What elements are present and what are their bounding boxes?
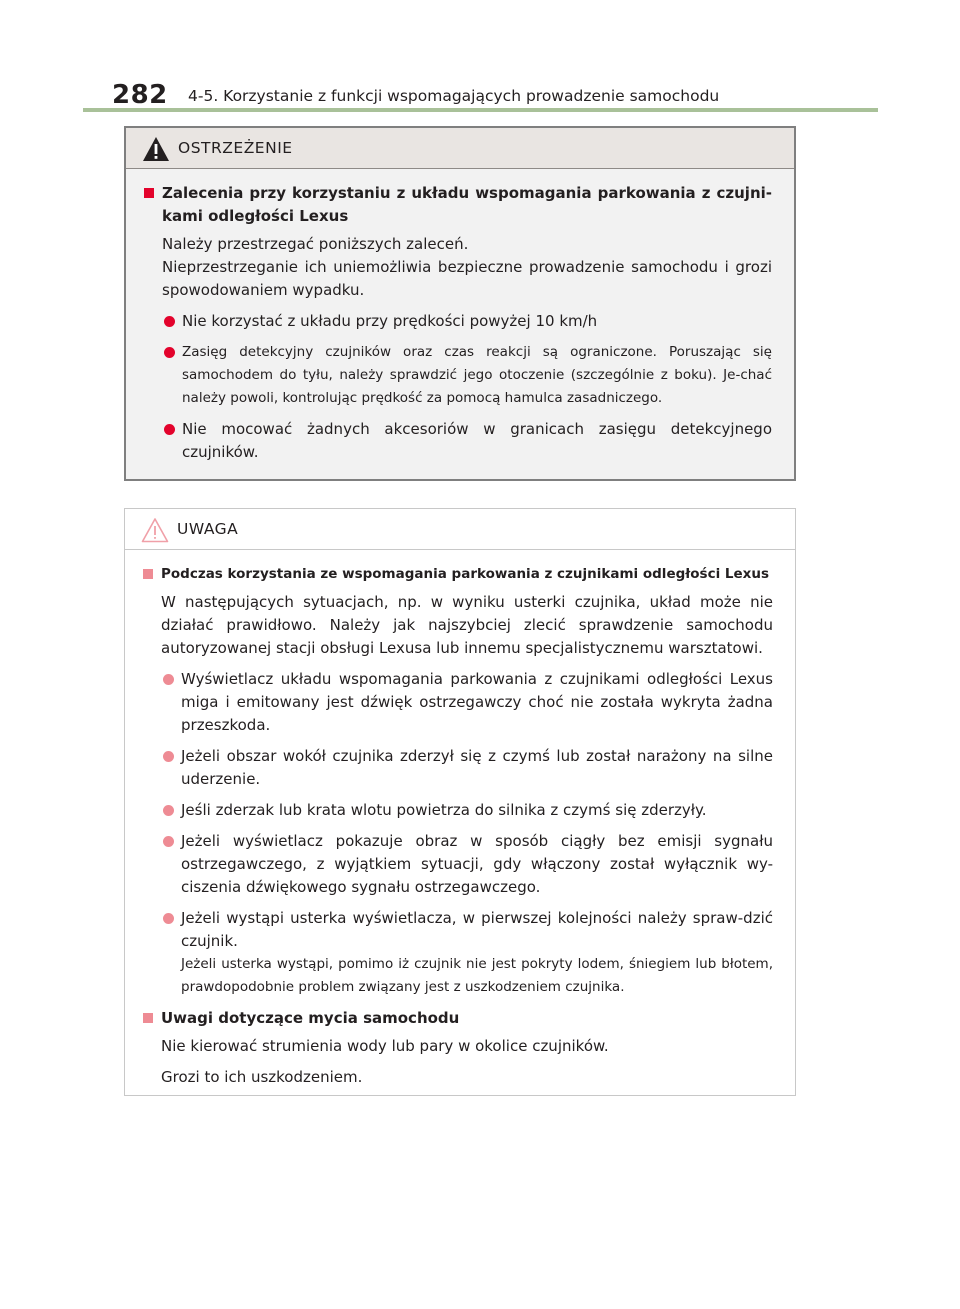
warning-header: OSTRZEŻENIE xyxy=(126,128,794,169)
notice-bullet-4: Jeżeli wyświetlacz pokazuje obraz w spos… xyxy=(133,830,773,899)
warning-intro-line-1: Należy przestrzegać poniższych zaleceń. xyxy=(162,235,469,253)
warning-content: Zalecenia przy korzystaniu z układu wspo… xyxy=(126,168,794,464)
notice-content: Podczas korzystania ze wspomagania parko… xyxy=(125,549,795,1089)
warning-bullet-2: Zasięg detekcyjny czujników oraz czas re… xyxy=(134,341,772,410)
notice-section-2-body-2: Grozi to ich uszkodzeniem. xyxy=(161,1068,363,1086)
notice-section-1-title: Podczas korzystania ze wspomagania parko… xyxy=(133,563,773,586)
warning-section-title: Zalecenia przy korzystaniu z układu wspo… xyxy=(134,182,772,228)
notice-box: UWAGA Podczas korzystania ze wspomagania… xyxy=(124,508,796,1096)
circle-bullet-icon xyxy=(164,424,175,435)
warning-label: OSTRZEŻENIE xyxy=(178,139,293,157)
square-bullet-icon xyxy=(144,188,154,198)
circle-bullet-icon xyxy=(164,316,175,327)
square-bullet-icon xyxy=(143,1013,153,1023)
notice-section-2-title: Uwagi dotyczące mycia samochodu xyxy=(133,1007,773,1030)
notice-section-2-body-1: Nie kierować strumienia wody lub pary w … xyxy=(161,1037,609,1055)
warning-triangle-icon xyxy=(143,137,169,161)
caution-triangle-icon xyxy=(141,518,169,543)
page-number: 282 xyxy=(112,80,168,110)
circle-bullet-icon xyxy=(164,347,175,358)
warning-box: OSTRZEŻENIE Zalecenia przy korzystaniu z… xyxy=(124,126,796,481)
chapter-title: 4-5. Korzystanie z funkcji wspomagającyc… xyxy=(188,87,720,105)
circle-bullet-icon xyxy=(163,674,174,685)
notice-bullet-3: Jeśli zderzak lub krata wlotu powietrza … xyxy=(133,799,773,822)
circle-bullet-icon xyxy=(163,751,174,762)
warning-bullet-3: Nie mocować żadnych akcesoriów w granica… xyxy=(134,418,772,464)
page-header: 282 4-5. Korzystanie z funkcji wspomagaj… xyxy=(84,80,884,110)
header-rule xyxy=(83,108,878,112)
warning-bullet-1: Nie korzystać z układu przy prędkości po… xyxy=(134,310,772,333)
notice-bullet-2: Jeżeli obszar wokół czujnika zderzył się… xyxy=(133,745,773,791)
circle-bullet-icon xyxy=(163,913,174,924)
notice-bullet-5-note: Jeżeli usterka wystąpi, pomimo iż czujni… xyxy=(181,956,773,995)
circle-bullet-icon xyxy=(163,836,174,847)
notice-label: UWAGA xyxy=(177,520,239,538)
notice-bullet-5: Jeżeli wystąpi usterka wyświetlacza, w p… xyxy=(133,907,773,999)
notice-section-1-body: W następujących sytuacjach, np. w wyniku… xyxy=(161,593,773,657)
warning-intro: Należy przestrzegać poniższych zaleceń. … xyxy=(134,233,772,302)
notice-header: UWAGA xyxy=(125,509,795,550)
notice-bullet-1: Wyświetlacz układu wspomagania parkowani… xyxy=(133,668,773,737)
warning-intro-line-2: Nieprzestrzeganie ich uniemożliwia bezpi… xyxy=(162,258,772,299)
circle-bullet-icon xyxy=(163,805,174,816)
square-bullet-icon xyxy=(143,569,153,579)
